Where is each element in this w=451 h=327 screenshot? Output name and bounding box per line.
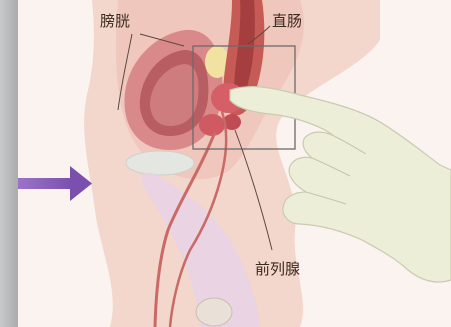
prostate-lobe-lower	[199, 114, 225, 136]
rectum-label: 直肠	[272, 14, 302, 29]
pubic-bone	[126, 151, 194, 175]
left-background-panel	[0, 0, 18, 327]
testicle	[196, 298, 232, 326]
bladder-label: 膀胱	[100, 14, 130, 29]
prostate-label: 前列腺	[255, 262, 300, 277]
